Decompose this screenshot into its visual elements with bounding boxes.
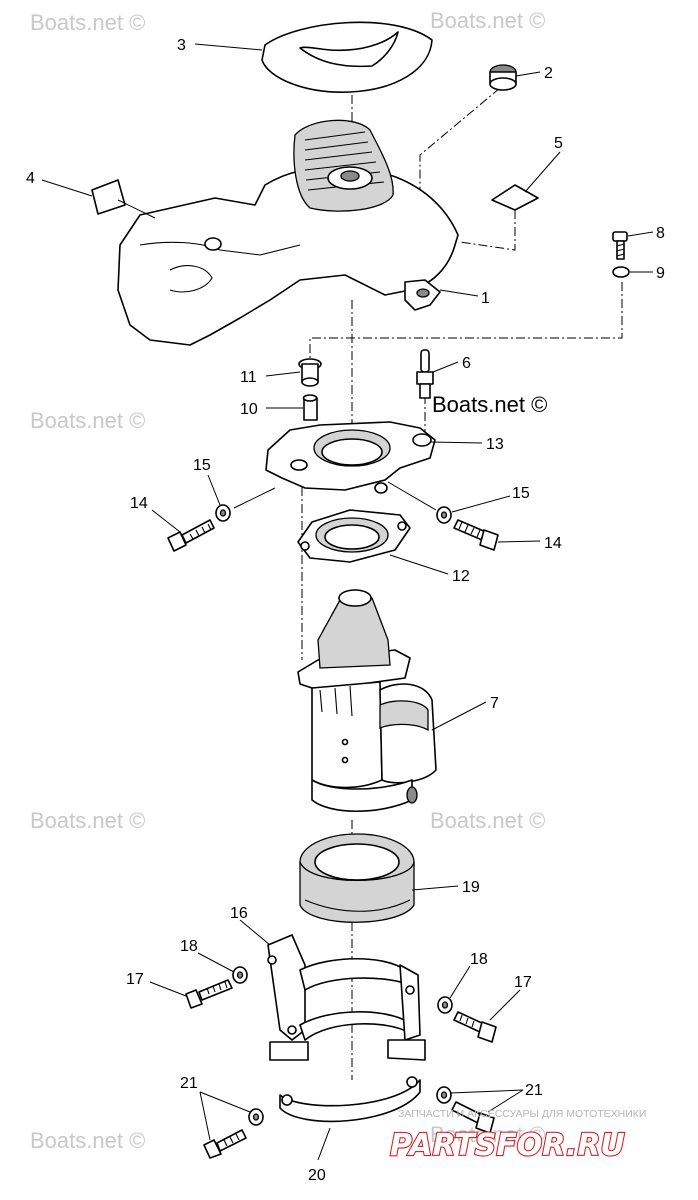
callout-6: 6 (462, 355, 471, 372)
callout-5: 5 (554, 135, 563, 152)
part-14-bolt-right (453, 519, 499, 551)
leader-18-left (197, 952, 235, 973)
leader-17-left (149, 981, 187, 997)
part-18-washer-left (232, 966, 248, 984)
callout-15-left: 15 (193, 457, 211, 474)
part-15-washer-right (436, 506, 452, 524)
callout-12: 12 (452, 568, 470, 585)
part-15-washer-left (215, 504, 231, 522)
part-3-gasket (261, 21, 433, 93)
leader-1 (439, 289, 479, 297)
leader-20 (317, 1127, 331, 1161)
part-19-damper-ring (299, 833, 415, 923)
leader-13 (430, 441, 483, 444)
leader-21-right (449, 1089, 524, 1113)
callout-1: 1 (481, 290, 490, 307)
part-1-top-cover (117, 119, 459, 346)
callout-20: 20 (308, 1167, 326, 1184)
callout-15-right: 15 (512, 485, 530, 502)
footer-brand: PARTSFOR.RU (390, 1128, 625, 1163)
leader-18-right (449, 965, 471, 999)
watermark-top-left: Boats.net © (30, 10, 145, 35)
callout-8: 8 (656, 225, 665, 242)
callout-18-right: 18 (470, 951, 488, 968)
part-13-bracket (265, 421, 436, 494)
watermark-mid-left: Boats.net © (30, 408, 145, 433)
callout-7: 7 (490, 695, 499, 712)
part-21-bolt-right (451, 1101, 495, 1134)
part-16-band-bracket (267, 934, 426, 1061)
leader-21-left (199, 1091, 251, 1141)
leader-8 (627, 231, 654, 237)
leader-12 (389, 554, 449, 575)
part-9-washer (612, 266, 630, 278)
part-6-stud (416, 349, 434, 399)
leader-5 (524, 151, 561, 193)
callout-13: 13 (486, 436, 504, 453)
part-17-bolt-left (185, 979, 233, 1009)
watermark-lower-left: Boats.net © (30, 808, 145, 833)
callout-21-left: 21 (180, 1075, 198, 1092)
leader-16 (239, 919, 271, 946)
footer-tagline: ЗАПЧАСТИ И АКСЕССУАРЫ ДЛЯ МОТОТЕХНИКИ (398, 1108, 646, 1120)
part-14-bolt-left (167, 519, 215, 552)
callout-9: 9 (656, 265, 665, 282)
watermark-lower-right: Boats.net © (430, 808, 545, 833)
part-12-gasket (297, 509, 411, 563)
part-7-starter-motor (297, 589, 437, 812)
part-20-strap (279, 1076, 421, 1123)
callout-3: 3 (177, 37, 186, 54)
callout-16: 16 (230, 905, 248, 922)
watermark-top-right: Boats.net © (430, 8, 545, 33)
part-2-grommet (489, 64, 517, 91)
callout-17-left: 17 (126, 971, 144, 988)
part-21-bolt-left (203, 1129, 247, 1159)
part-21-washer-right (436, 1086, 452, 1104)
part-8-bolt (612, 231, 628, 260)
part-4-label (91, 179, 126, 215)
leader-19 (411, 885, 459, 891)
leader-2 (515, 71, 541, 77)
callout-4: 4 (26, 170, 35, 187)
leader-4 (41, 179, 156, 219)
part-11-bushing (298, 358, 322, 387)
watermark-mid-right: Boats.net © (432, 392, 547, 417)
leader-11 (265, 371, 301, 377)
callout-21-right: 21 (525, 1082, 543, 1099)
callout-14-right: 14 (544, 535, 562, 552)
part-10-sleeve (302, 394, 318, 421)
part-5-label (491, 184, 539, 211)
callout-19: 19 (462, 879, 480, 896)
callout-14-left: 14 (130, 495, 148, 512)
part-21-washer-left (248, 1108, 264, 1126)
leader-17-right (489, 989, 521, 1021)
callout-17-right: 17 (514, 974, 532, 991)
callout-2: 2 (544, 65, 553, 82)
leader-15-left (207, 474, 276, 509)
leader-14-right (497, 540, 541, 543)
callout-11: 11 (240, 369, 257, 386)
bolt8-guide-line (309, 282, 623, 360)
callout-10: 10 (240, 401, 258, 418)
part-18-washer-right (437, 996, 453, 1014)
leader-15-right (387, 481, 511, 513)
leader-14-left (151, 509, 181, 533)
part-17-bolt-right (453, 1011, 497, 1043)
label5-guide-line (459, 210, 516, 251)
watermark-bottom-left: Boats.net © (30, 1128, 145, 1153)
leader-6 (432, 361, 459, 373)
leader-3 (194, 43, 263, 51)
leader-7 (431, 701, 487, 731)
callout-18-left: 18 (180, 938, 198, 955)
